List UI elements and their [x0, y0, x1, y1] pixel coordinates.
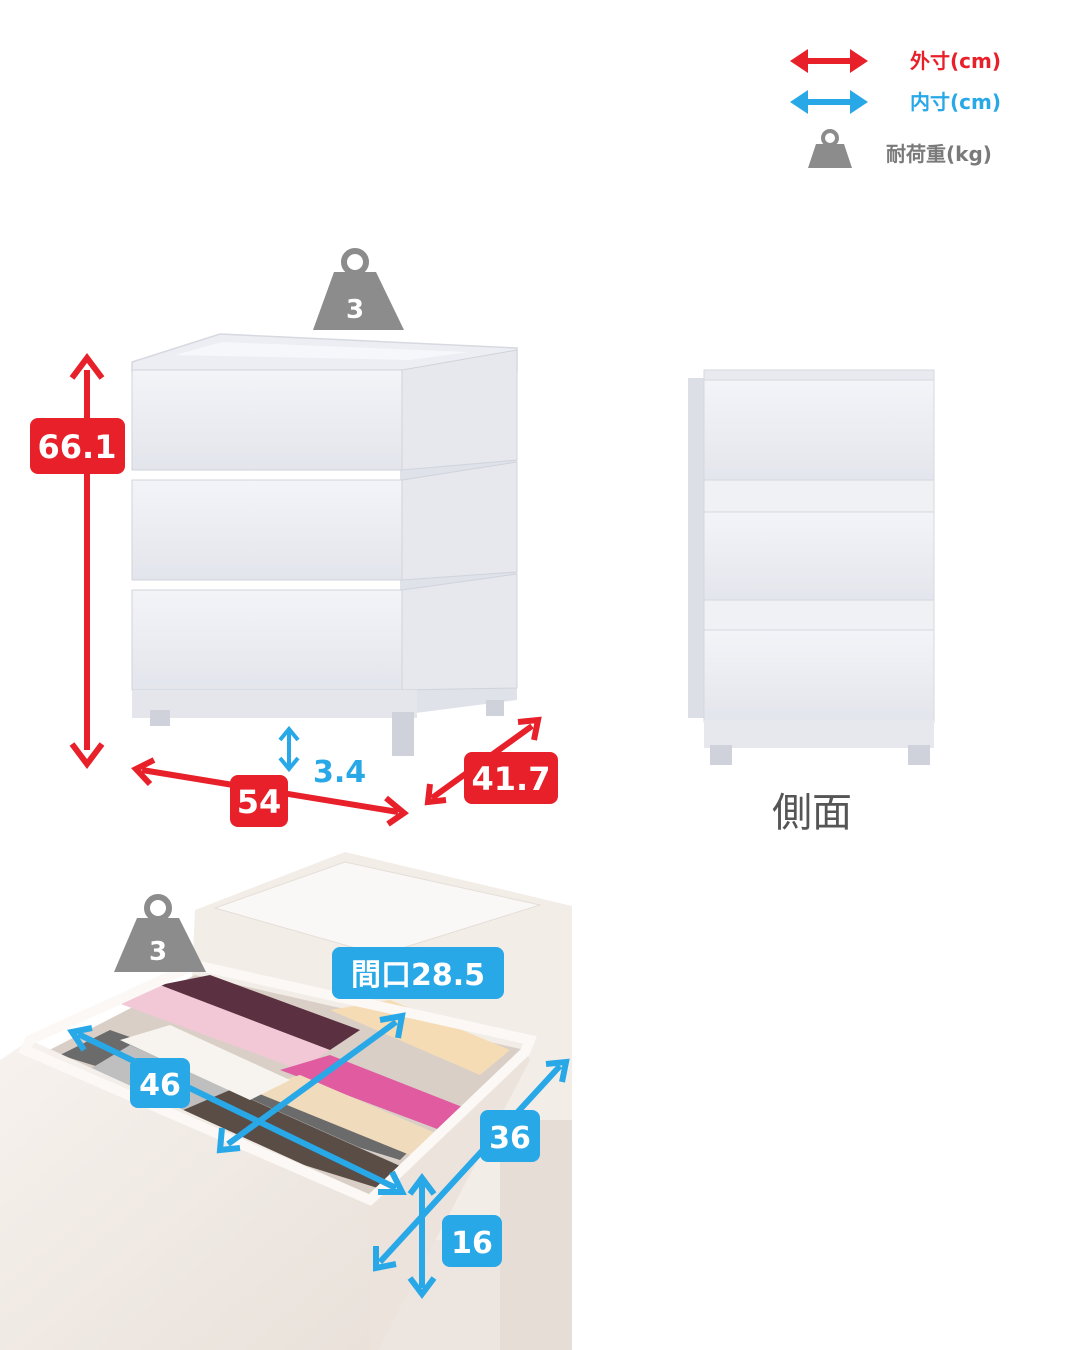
- inner-height-badge: [442, 1215, 502, 1267]
- inner-height-value: 16: [451, 1226, 493, 1261]
- inner-width-arrow-icon: [67, 1025, 407, 1195]
- leg-clearance-arrow-icon: [278, 725, 300, 773]
- width-badge: [230, 775, 288, 827]
- opening-width-badge: [332, 947, 504, 999]
- outer-dimension-arrow-icon: [790, 49, 868, 73]
- opening-width-arrow-icon: [216, 1012, 406, 1154]
- top-load-weight-icon: [313, 248, 404, 330]
- front-view-chest: [131, 333, 518, 756]
- inner-dimension-label: 内寸(cm): [910, 90, 1001, 114]
- drawer-load-value: 3: [149, 937, 167, 967]
- depth-badge: [464, 752, 558, 804]
- outer-dimension-label: 外寸(cm): [910, 49, 1001, 73]
- side-view-chest: [688, 369, 935, 765]
- depth-value: 41.7: [472, 760, 551, 798]
- legend: 外寸(cm) 内寸(cm) 耐荷重(kg): [790, 49, 1001, 168]
- opening-width-value: 間口28.5: [351, 958, 485, 993]
- side-view-caption: 側面: [772, 790, 852, 836]
- height-badge: [30, 418, 125, 474]
- width-value: 54: [237, 783, 282, 821]
- inner-depth-badge: [480, 1110, 540, 1162]
- inner-depth-arrow-icon: [373, 1058, 570, 1272]
- leg-clearance-value: 3.4: [313, 755, 366, 790]
- inner-depth-value: 36: [489, 1121, 531, 1156]
- weight-label: 耐荷重(kg): [886, 142, 992, 166]
- drawer-load-weight-icon: [114, 894, 206, 972]
- height-value: 66.1: [38, 428, 117, 466]
- inner-height-arrow-icon: [407, 1173, 437, 1299]
- inner-width-value: 46: [139, 1068, 181, 1103]
- inner-width-badge: [130, 1058, 190, 1108]
- inner-dimension-arrow-icon: [790, 90, 868, 114]
- weight-icon: [808, 129, 852, 168]
- top-load-value: 3: [346, 295, 364, 325]
